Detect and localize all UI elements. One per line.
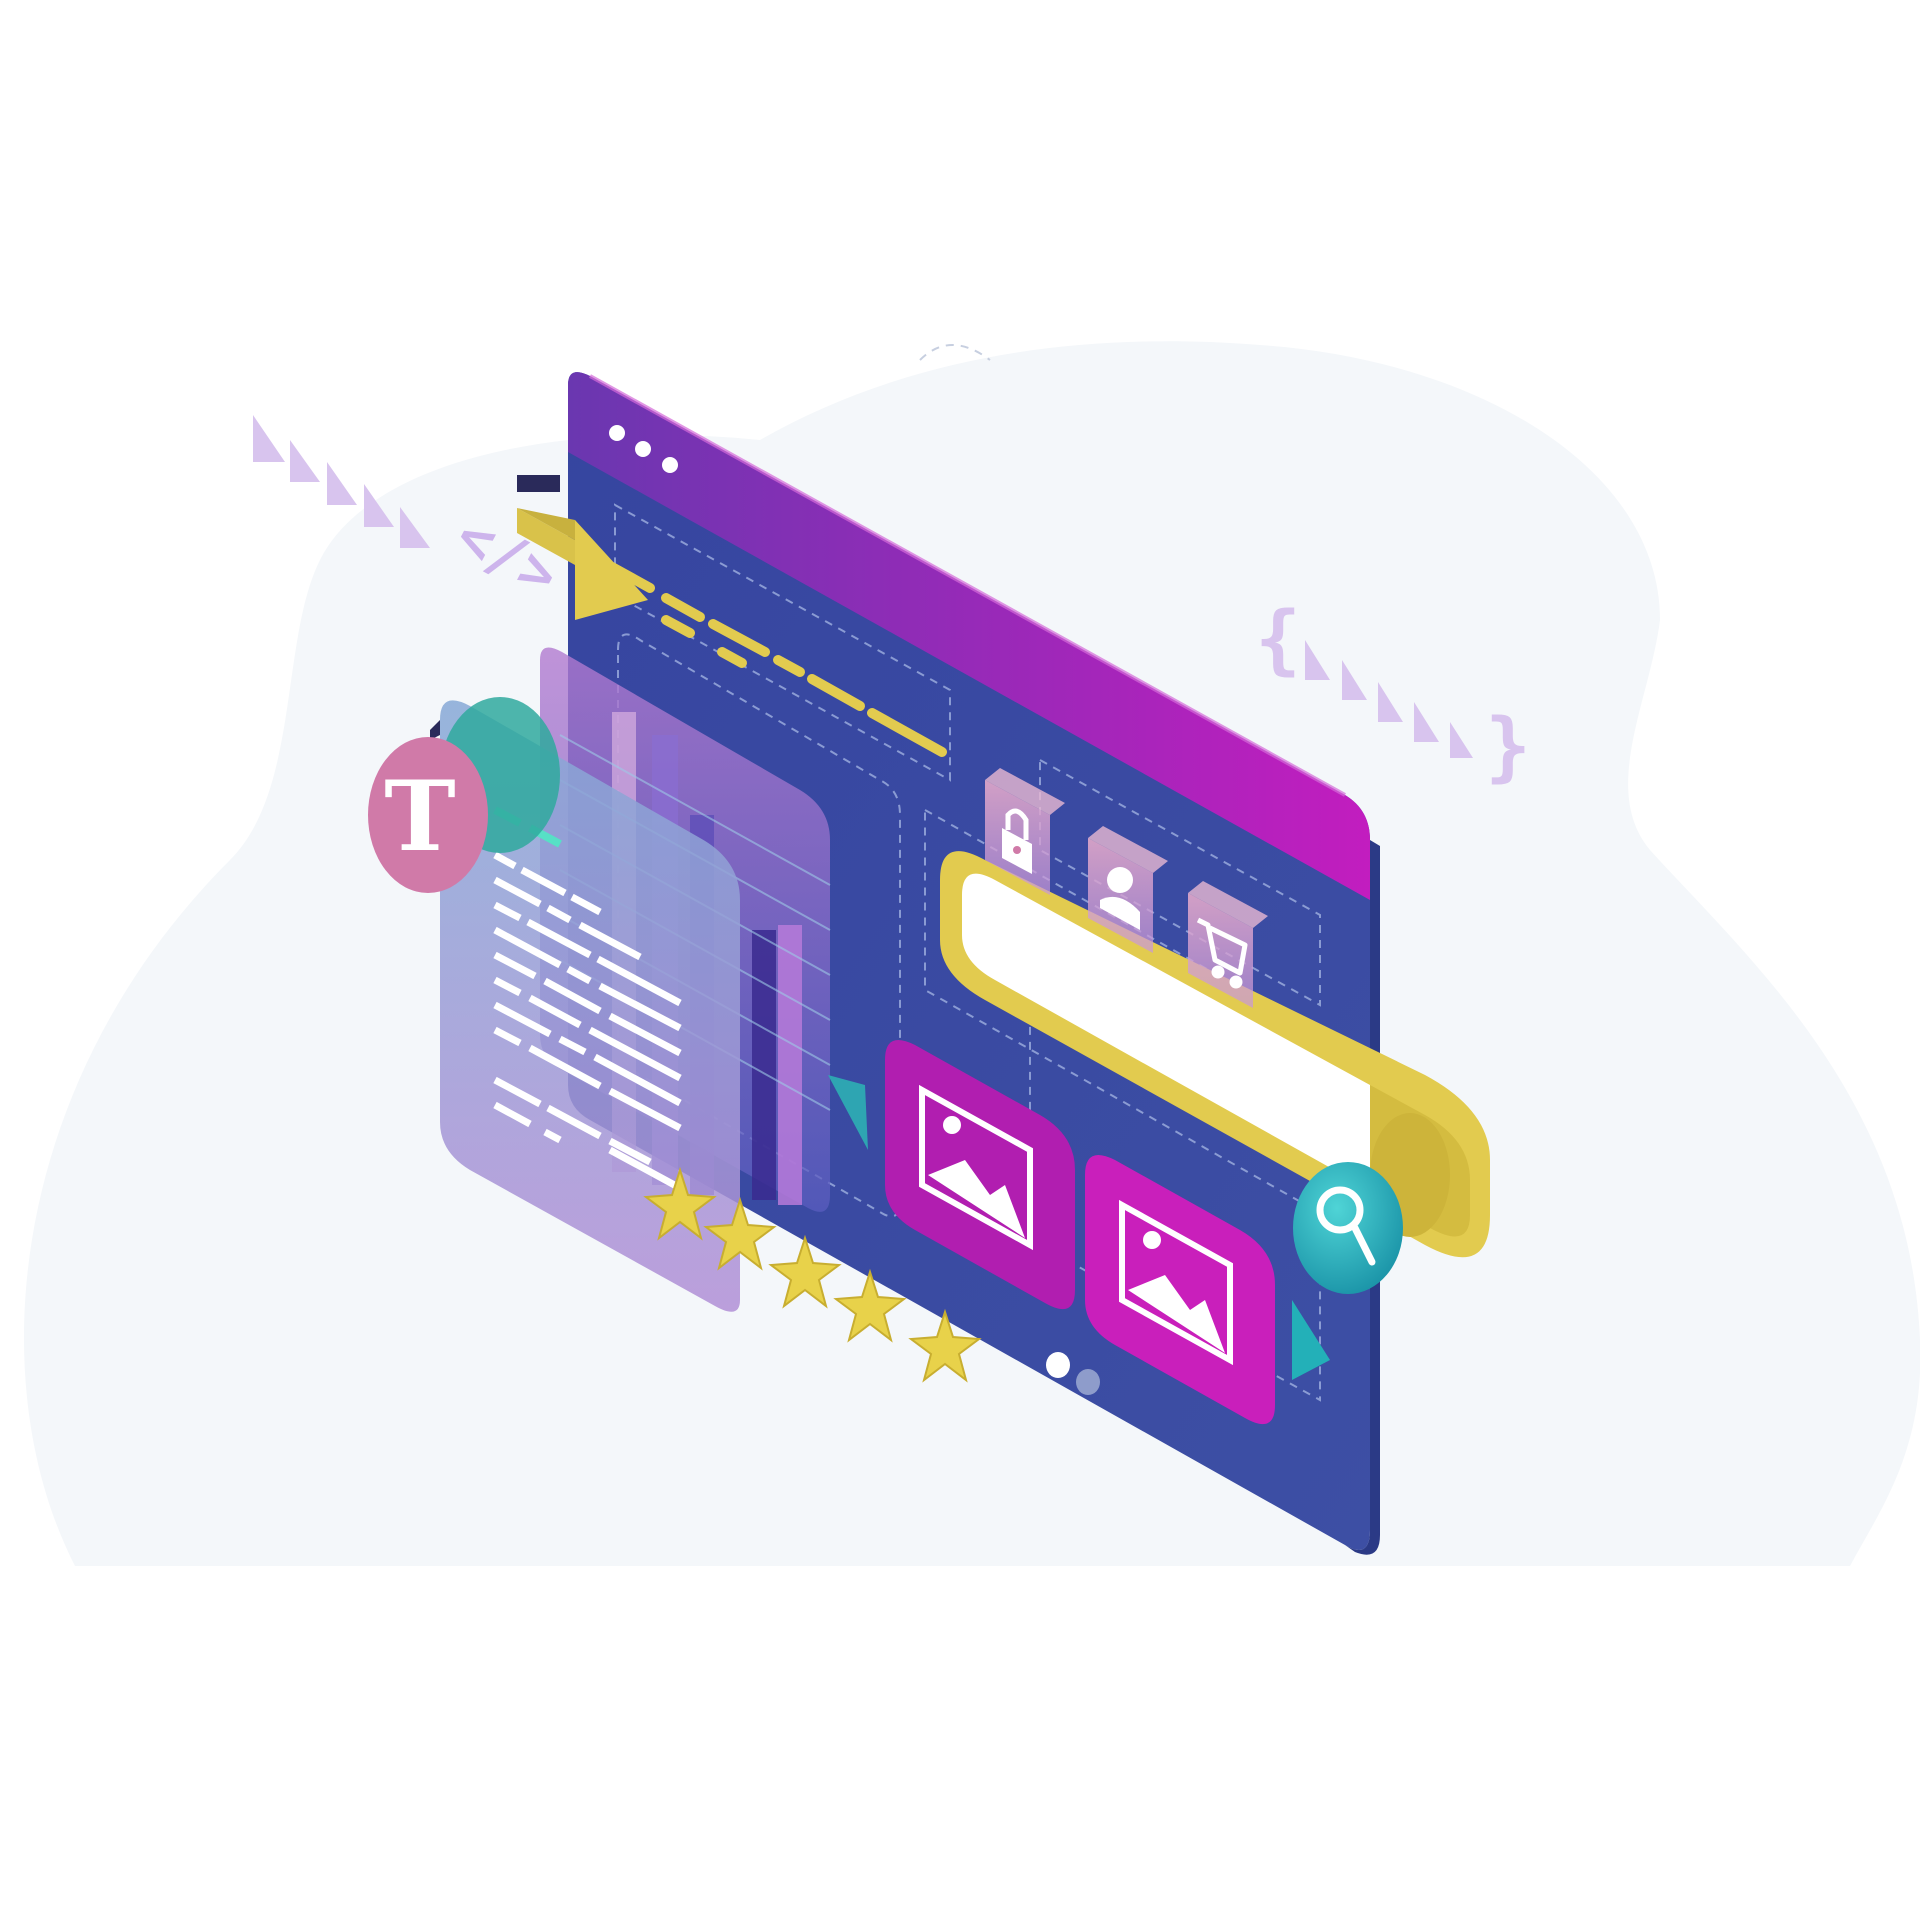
decor-triangles-left (253, 415, 430, 548)
tab-user[interactable] (1088, 826, 1168, 953)
search-icon (1316, 1186, 1376, 1266)
browser-header (568, 372, 1370, 900)
image-card[interactable] (1085, 1155, 1275, 1425)
window-dot[interactable] (635, 441, 651, 457)
text-panel (430, 700, 740, 1312)
decor-triangles-right (1305, 640, 1473, 758)
image-card[interactable] (885, 1040, 1075, 1310)
browser-edge (1345, 840, 1380, 1555)
brace-close: } (1485, 701, 1531, 790)
text-tool-letter: T (384, 760, 455, 873)
window-dot[interactable] (662, 457, 678, 473)
lock-icon (1002, 808, 1032, 874)
window-dot[interactable] (609, 425, 625, 441)
search-bar[interactable] (940, 851, 1490, 1258)
star-icon[interactable] (908, 1308, 982, 1383)
text-tool-icon[interactable]: T (368, 737, 488, 893)
text-lines (493, 851, 682, 1192)
star-icon[interactable] (643, 1166, 717, 1241)
star-icon[interactable] (833, 1268, 907, 1343)
search-button[interactable] (1293, 1162, 1403, 1294)
image-icon (919, 1084, 1033, 1251)
search-input[interactable] (962, 873, 1370, 1190)
rating-stars[interactable] (643, 1166, 982, 1383)
star-icon[interactable] (768, 1234, 842, 1309)
decor-dashed-arc (919, 344, 991, 361)
cart-icon (1196, 917, 1248, 989)
pagination-dot[interactable] (1076, 1369, 1100, 1395)
brace-open: { (1255, 594, 1301, 683)
user-icon (1100, 867, 1140, 930)
arrow-right-icon (1292, 1300, 1330, 1380)
image-icon (1119, 1199, 1233, 1366)
tab-lock[interactable] (985, 768, 1065, 895)
pagination-dot[interactable] (1046, 1352, 1070, 1378)
arrow-pointer-icon (517, 475, 648, 620)
chart-bar (752, 930, 776, 1200)
arrow-right-icon (828, 1075, 868, 1150)
tab-cart[interactable] (1188, 881, 1268, 1008)
star-icon[interactable] (703, 1196, 777, 1271)
chart-bar (778, 925, 802, 1205)
